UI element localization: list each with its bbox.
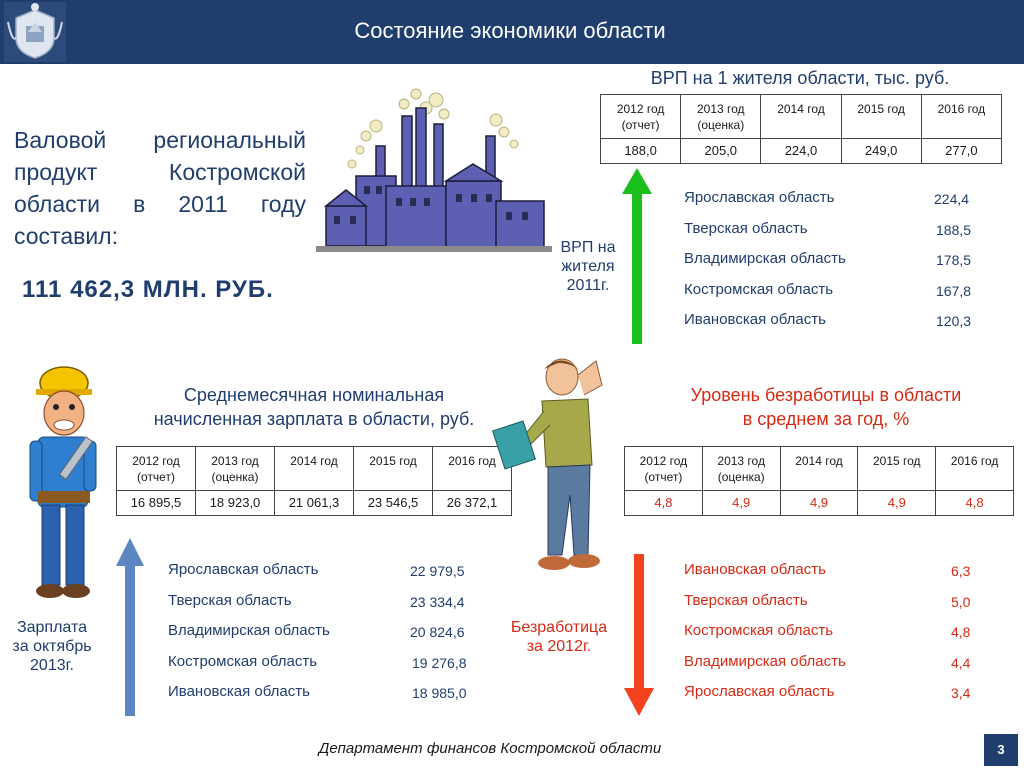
thinking-man-illustration [492,358,603,570]
unemployment-value-2014: 4,9 [779,490,859,516]
vrp-header-2015: 2015 год [840,94,922,139]
page-number: 3 [984,734,1018,766]
vrp-value-2012: 188,0 [599,138,682,164]
vrp-header-2013: 2013 год(оценка) [680,94,762,139]
salary-value-2014: 21 061,3 [274,490,354,516]
vrp-value-2013: 205,0 [680,138,762,164]
unemployment-header-2014: 2014 год [779,446,859,491]
coat-of-arms-icon [4,2,66,62]
vrp-header-2014: 2014 год [760,94,842,139]
unemployment-header-2012: 2012 год(отчет) [624,446,703,491]
grp-intro-text: Валовой региональный продукт Костромской… [14,127,306,249]
salary-value-2016: 26 372,1 [432,490,512,516]
salary-value-2013: 18 923,0 [195,490,275,516]
salary-value-2012: 16 895,5 [116,490,196,516]
salary-value-2015: 23 546,5 [353,490,433,516]
unemployment-header-2015: 2015 год [857,446,937,491]
salary-header-2015: 2015 год [353,446,433,491]
salary-header-2013: 2013 год(оценка) [195,446,275,491]
unemployment-value-2012: 4,8 [624,490,703,516]
vrp-up-arrow-icon [622,168,652,344]
grp-total-value: 111 462,3 МЛН. РУБ. [22,276,274,303]
salary-header-2012: 2012 год(отчет) [116,446,196,491]
page-title: Состояние экономики области [354,18,666,43]
vrp-header-2016: 2016 год [920,94,1003,139]
worker-illustration [29,366,97,598]
salary-header-2016: 2016 год [432,446,512,491]
salary-up-arrow-icon [116,538,144,716]
unemployment-table: 2012 год(отчет) 2013 год(оценка) 2014 го… [624,446,1014,516]
vrp-header-2012: 2012 год(отчет) [599,94,682,139]
vrp-title: ВРП на 1 жителя области, тыс. руб. [650,68,950,88]
vrp-value-2014: 224,0 [760,138,842,164]
unemployment-down-arrow-icon [624,554,654,716]
unemployment-value-2013: 4,9 [701,490,781,516]
unemployment-value-2015: 4,9 [857,490,937,516]
salary-header-2014: 2014 год [274,446,354,491]
unemployment-header-2013: 2013 год(оценка) [701,446,781,491]
vrp-value-2016: 277,0 [920,138,1003,164]
vrp-table: 2012 год(отчет) 2013 год(оценка) 2014 го… [599,94,1003,164]
unemployment-value-2016: 4,8 [935,490,1014,516]
header-bar: Состояние экономики области [0,0,1024,64]
factory-illustration [316,88,552,252]
salary-table: 2012 год(отчет) 2013 год(оценка) 2014 го… [116,446,512,516]
footer-department: Департамент финансов Костромской области [318,740,662,757]
vrp-value-2015: 249,0 [840,138,922,164]
unemployment-header-2016: 2016 год [935,446,1014,491]
